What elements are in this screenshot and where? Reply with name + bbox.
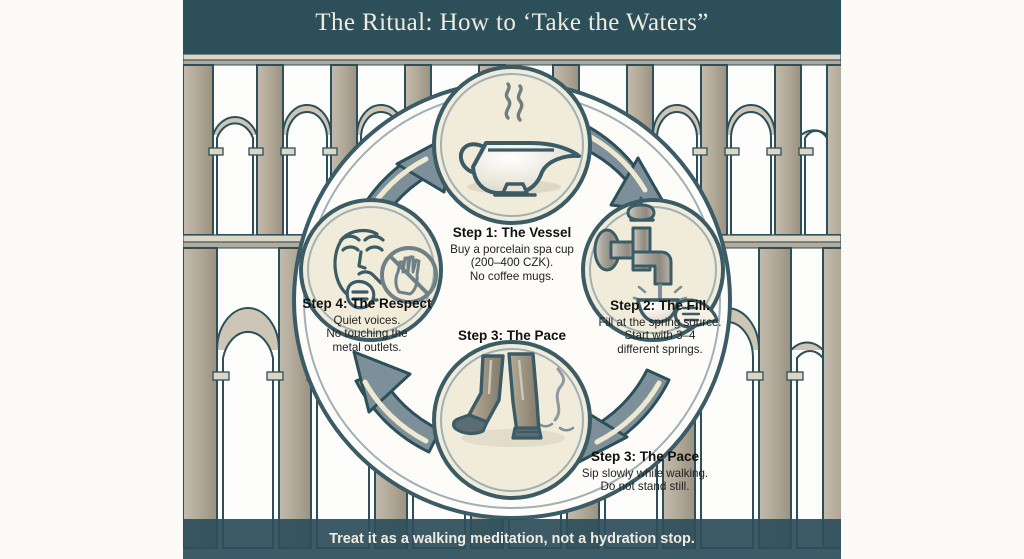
porcelain-spa-cup-icon [458,82,581,197]
step-3-node [432,340,592,500]
title-bar: The Ritual: How to ‘Take the Waters” [183,0,841,45]
poster: The Ritual: How to ‘Take the Waters” [183,0,841,559]
footer-text: Treat it as a walking meditation, not a … [329,531,695,547]
faucet-filling-cup-icon [593,196,719,329]
arrow-step3-to-step4 [352,350,442,454]
step-4-node [299,198,443,342]
quiet-no-touching-icon [333,228,438,310]
page-title: The Ritual: How to ‘Take the Waters” [315,8,709,36]
step-1-node [432,65,592,225]
cycle-diagram [292,65,732,520]
step-2-node [581,196,725,342]
footer-banner: Treat it as a walking meditation, not a … [183,519,841,559]
walking-legs-icon [451,352,575,447]
